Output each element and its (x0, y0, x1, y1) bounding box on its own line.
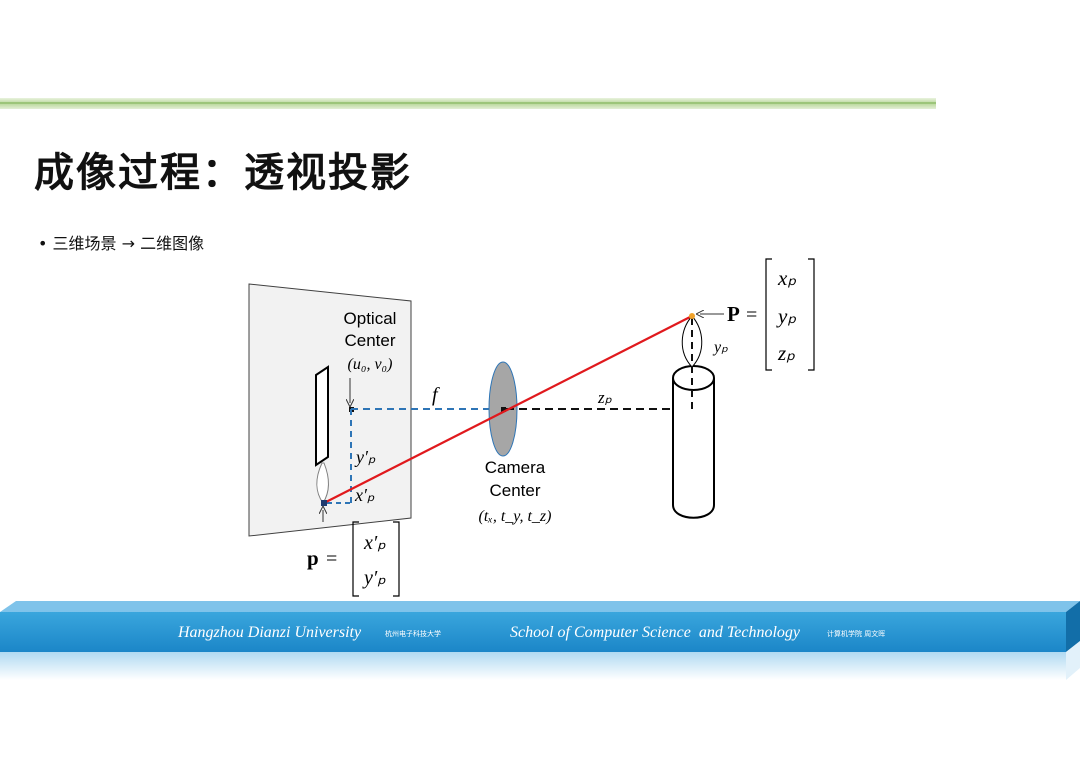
world-vector-bracket-left (765, 258, 772, 371)
footer-school-cn: 计算机学院 周文晖 (827, 629, 885, 638)
camera-center-point (501, 407, 506, 412)
image-vector-bracket-left (352, 521, 359, 597)
projection-ray (323, 315, 693, 504)
optical-center-label-2: Center (344, 331, 395, 350)
candle (672, 365, 715, 519)
world-point-equals: = (746, 304, 757, 326)
world-point-symbol: P (727, 302, 740, 326)
footer-university: Hangzhou Dianzi University (177, 624, 362, 641)
image-point-symbol: p (307, 546, 319, 570)
footer-school: School of Computer Science and Technolog… (510, 624, 801, 641)
world-point-marker (689, 313, 695, 319)
optical-center-coords: (u₀, v₀) (348, 356, 393, 373)
world-vector-z: zₚ (777, 341, 795, 365)
camera-center-label-2: Center (489, 481, 540, 500)
image-vector-x: x′ₚ (363, 532, 386, 554)
image-point-marker (321, 500, 327, 506)
camera-center-label-1: Camera (485, 458, 546, 477)
camera-center-coords: (tₓ, t_y, t_z) (479, 508, 552, 525)
image-x-label: x′ₚ (354, 485, 375, 505)
bullet-item: • 三维场景 → 二维图像 (38, 234, 205, 253)
depth-label: zₚ (597, 388, 613, 407)
perspective-diagram: Optical Center (u₀, v₀) f zₚ yₚ y′ₚ x′ₚ … (248, 258, 815, 597)
image-plane (248, 283, 412, 537)
inverted-candle-image (315, 365, 329, 467)
footer-university-cn: 杭州电子科技大学 (385, 629, 441, 638)
world-vector-y: yₚ (776, 304, 796, 328)
height-label: yₚ (712, 339, 728, 356)
slide-title: 成像过程：透视投影 (34, 150, 412, 196)
focal-label: f (432, 384, 440, 406)
bullet-text: 三维场景 → 二维图像 (52, 234, 205, 253)
world-vector-x: xₚ (777, 266, 796, 290)
image-vector-y: y′ₚ (362, 567, 386, 589)
image-vector-bracket-right (393, 521, 400, 597)
footer-band (0, 601, 1080, 680)
world-vector-bracket-right (808, 258, 815, 371)
image-y-label: y′ₚ (354, 447, 376, 467)
optical-center-label-1: Optical (344, 309, 397, 328)
image-point-equals: = (326, 548, 337, 570)
header-rule (0, 98, 936, 109)
